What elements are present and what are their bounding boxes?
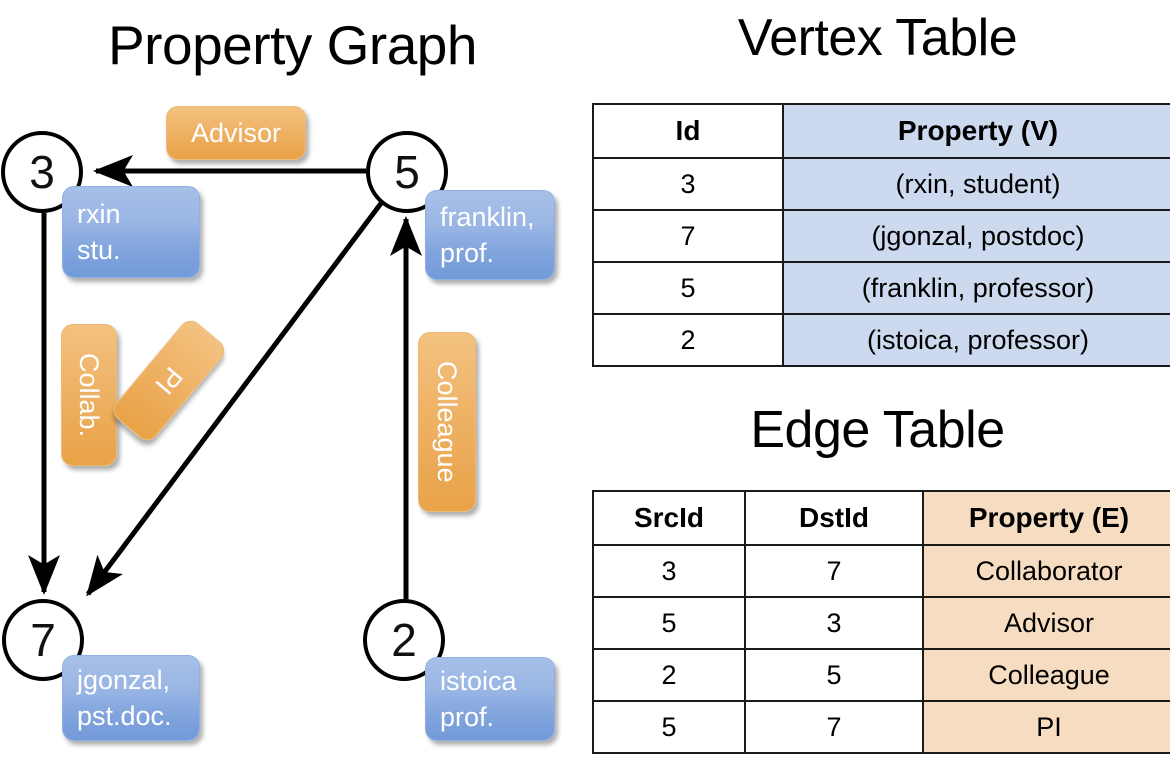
table-row: 2 5 Colleague <box>592 648 1170 702</box>
table-row: 3 7 Collaborator <box>592 544 1170 598</box>
vertex-table-header-row: Id Property (V) <box>592 103 1170 159</box>
graph-node-2[interactable]: 2 <box>363 599 445 681</box>
vertex-property-box-5: franklin, prof. <box>425 190 555 280</box>
vertex-cell-property: (franklin, professor) <box>782 261 1170 315</box>
page-title-edge-table: Edge Table <box>750 401 1005 459</box>
graph-node-3-label: 3 <box>29 146 55 198</box>
vertex-cell-id: 7 <box>592 209 784 263</box>
graph-node-2-label: 2 <box>391 614 417 666</box>
vertex-cell-id: 3 <box>592 157 784 211</box>
vertex-property-box-3-line2: stu. <box>77 235 121 265</box>
graph-edges-layer <box>28 155 422 599</box>
graph-node-5[interactable]: 5 <box>366 131 448 213</box>
graph-node-5-label: 5 <box>394 146 420 198</box>
vertex-property-box-3: rxin stu. <box>62 186 200 278</box>
edge-cell-srcid: 5 <box>592 700 746 754</box>
edge-cell-property: Colleague <box>922 648 1170 702</box>
edge-arrow-5-to-7 <box>86 200 384 597</box>
edge-label-collab: Collab. <box>61 324 117 466</box>
edge-label-advisor-text: Advisor <box>190 118 282 148</box>
edge-table: SrcId DstId Property (E) 3 7 Collaborato… <box>592 490 1170 754</box>
vertex-table: Id Property (V) 3 (rxin, student) 7 (jgo… <box>592 103 1170 367</box>
edge-table-header-srcid: SrcId <box>592 490 746 546</box>
vertex-cell-property: (istoica, professor) <box>782 313 1170 367</box>
vertex-property-box-2: istoica prof. <box>425 657 555 741</box>
edge-cell-dstid: 7 <box>744 544 924 598</box>
table-row: 3 (rxin, student) <box>592 157 1170 211</box>
table-row: 5 7 PI <box>592 700 1170 754</box>
vertex-property-box-2-line2: prof. <box>440 702 495 732</box>
property-graph-panel: Property Graph Advisor Collab. <box>1 14 555 741</box>
vertex-cell-id: 5 <box>592 261 784 315</box>
table-row: 2 (istoica, professor) <box>592 313 1170 367</box>
edge-cell-dstid: 5 <box>744 648 924 702</box>
vertex-cell-id: 2 <box>592 313 784 367</box>
edge-cell-property: Advisor <box>922 596 1170 650</box>
edge-table-header-property: Property (E) <box>922 490 1170 546</box>
edge-cell-dstid: 3 <box>744 596 924 650</box>
table-row: 7 (jgonzal, postdoc) <box>592 209 1170 263</box>
vertex-property-box-7: jgonzal, pst.doc. <box>62 655 200 741</box>
table-row: 5 3 Advisor <box>592 596 1170 650</box>
vertex-property-box-5-line2: prof. <box>440 238 495 268</box>
vertex-table-header-id: Id <box>592 103 784 159</box>
vertex-property-box-7-line1: jgonzal, <box>77 665 171 695</box>
page-title-property-graph: Property Graph <box>107 14 478 76</box>
vertex-property-box-7-line2: pst.doc. <box>77 701 172 731</box>
edge-cell-srcid: 2 <box>592 648 746 702</box>
vertex-table-header-property: Property (V) <box>782 103 1170 159</box>
edge-label-collab-text: Collab. <box>74 352 104 438</box>
edge-cell-srcid: 3 <box>592 544 746 598</box>
vertex-property-box-5-line1: franklin, <box>440 202 535 232</box>
vertex-cell-property: (rxin, student) <box>782 157 1170 211</box>
table-row: 5 (franklin, professor) <box>592 261 1170 315</box>
vertex-cell-property: (jgonzal, postdoc) <box>782 209 1170 263</box>
edge-cell-property: PI <box>922 700 1170 754</box>
edge-label-pi-text: PI <box>149 361 189 400</box>
edge-table-header-dstid: DstId <box>744 490 924 546</box>
vertex-property-box-3-line1: rxin <box>77 199 121 229</box>
edge-cell-dstid: 7 <box>744 700 924 754</box>
edge-table-header-row: SrcId DstId Property (E) <box>592 490 1170 546</box>
edge-cell-srcid: 5 <box>592 596 746 650</box>
edge-cell-property: Collaborator <box>922 544 1170 598</box>
edge-label-colleague: Colleague <box>418 332 476 512</box>
edge-label-advisor: Advisor <box>166 106 306 160</box>
vertex-property-box-2-line1: istoica <box>440 666 517 696</box>
page-title-vertex-table: Vertex Table <box>737 9 1018 67</box>
graph-node-7-label: 7 <box>30 614 56 666</box>
edge-label-colleague-text: Colleague <box>432 361 462 483</box>
